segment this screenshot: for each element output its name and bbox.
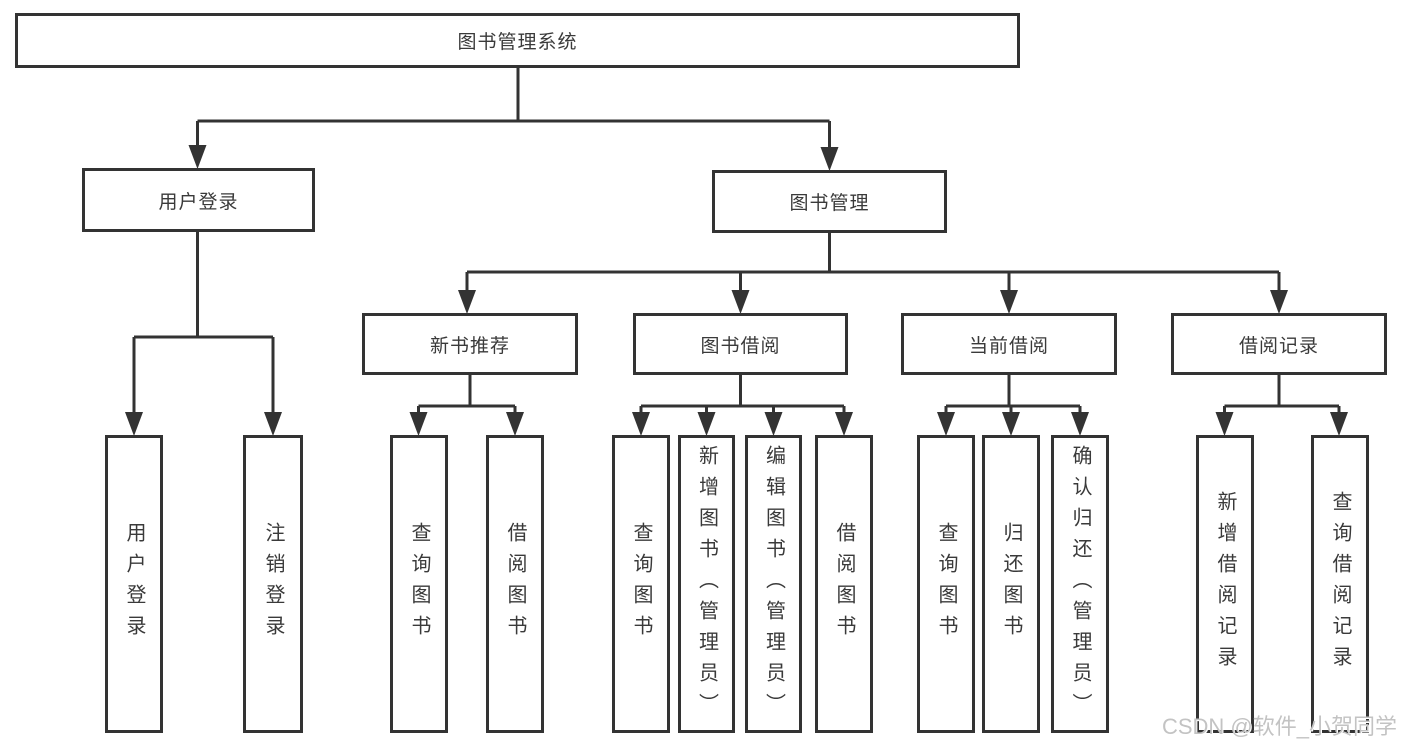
node-label: 注销登录 bbox=[262, 522, 284, 646]
node-book-borrowing: 图书借阅 bbox=[633, 313, 848, 375]
node-add-borrow-record: 新增借阅记录 bbox=[1196, 435, 1254, 733]
node-label: 编辑图书（管理员） bbox=[762, 444, 785, 724]
node-current-borrowing: 当前借阅 bbox=[901, 313, 1117, 375]
node-query-borrow-record: 查询借阅记录 bbox=[1311, 435, 1369, 733]
node-label: 确认归还（管理员） bbox=[1069, 444, 1091, 724]
csdn-watermark: CSDN @软件_小贺同学 bbox=[1161, 714, 1397, 739]
node-label: 图书管理 bbox=[789, 193, 870, 214]
node-user-login: 用户登录 bbox=[82, 168, 315, 232]
node-book-management: 图书管理 bbox=[712, 170, 947, 233]
node-label: 当前借阅 bbox=[968, 335, 1049, 357]
node-label: 借阅记录 bbox=[1238, 335, 1319, 357]
node-new-book-recommend: 新书推荐 bbox=[362, 313, 578, 375]
node-confirm-return-admin: 确认归还（管理员） bbox=[1051, 435, 1109, 733]
node-add-book-admin: 新增图书（管理员） bbox=[678, 435, 735, 733]
node-user-login-leaf: 用户登录 bbox=[105, 435, 163, 733]
node-label: 用户登录 bbox=[123, 522, 145, 646]
node-query-books-2: 查询图书 bbox=[612, 435, 670, 733]
node-label: 查询图书 bbox=[408, 522, 430, 646]
node-label: 新增图书（管理员） bbox=[695, 444, 718, 724]
node-label: 查询借阅记录 bbox=[1329, 491, 1351, 677]
node-label: 借阅图书 bbox=[504, 522, 526, 646]
node-label: 归还图书 bbox=[1000, 522, 1022, 646]
node-edit-book-admin: 编辑图书（管理员） bbox=[745, 435, 802, 733]
node-label: 用户登录 bbox=[158, 191, 239, 213]
node-label: 图书借阅 bbox=[700, 335, 781, 357]
node-label: 图书管理系统 bbox=[457, 32, 578, 53]
node-query-books-3: 查询图书 bbox=[917, 435, 975, 733]
node-borrow-books-1: 借阅图书 bbox=[486, 435, 544, 733]
node-query-books-1: 查询图书 bbox=[390, 435, 448, 733]
node-logout: 注销登录 bbox=[243, 435, 303, 733]
node-label: 查询图书 bbox=[935, 522, 957, 646]
node-borrow-books-2: 借阅图书 bbox=[815, 435, 873, 733]
node-return-book: 归还图书 bbox=[982, 435, 1040, 733]
node-label: 查询图书 bbox=[630, 522, 652, 646]
node-label: 新增借阅记录 bbox=[1214, 491, 1236, 677]
node-borrowing-records: 借阅记录 bbox=[1171, 313, 1387, 375]
node-label: 新书推荐 bbox=[429, 335, 510, 357]
node-label: 借阅图书 bbox=[833, 522, 855, 646]
node-library-system: 图书管理系统 bbox=[15, 13, 1020, 68]
